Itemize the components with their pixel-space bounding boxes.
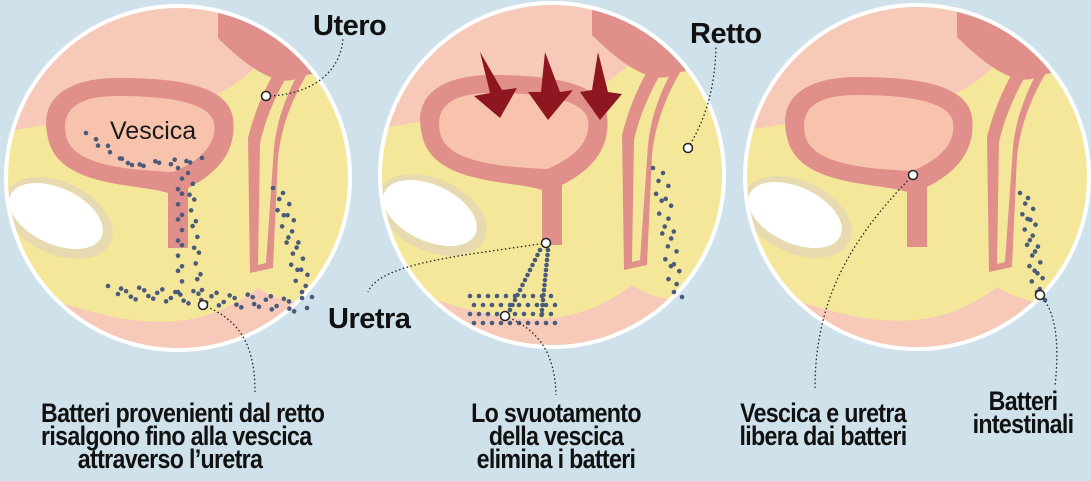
label-retto: Retto xyxy=(690,20,762,49)
caption-panel-3: Vescica e uretra libera dai batteri xyxy=(728,402,917,448)
panel-2-anatomy xyxy=(352,0,757,375)
caption-panel-2: Lo svuotamento della vescica elimina i b… xyxy=(449,402,664,471)
panel-3-anatomy xyxy=(717,0,1091,377)
label-vescica: Vescica xyxy=(110,117,196,146)
caption-line: attraverso l’uretra xyxy=(41,448,299,471)
label-utero: Utero xyxy=(313,12,386,41)
caption-line: intestinali xyxy=(969,413,1077,436)
caption-line: elimina i batteri xyxy=(449,448,664,471)
caption-line: libera dai batteri xyxy=(728,425,917,448)
caption-panel-4: Batteri intestinali xyxy=(969,390,1077,436)
caption-panel-1: Batteri provenienti dal retto risalgono … xyxy=(41,402,299,471)
label-uretra: Uretra xyxy=(328,305,410,334)
